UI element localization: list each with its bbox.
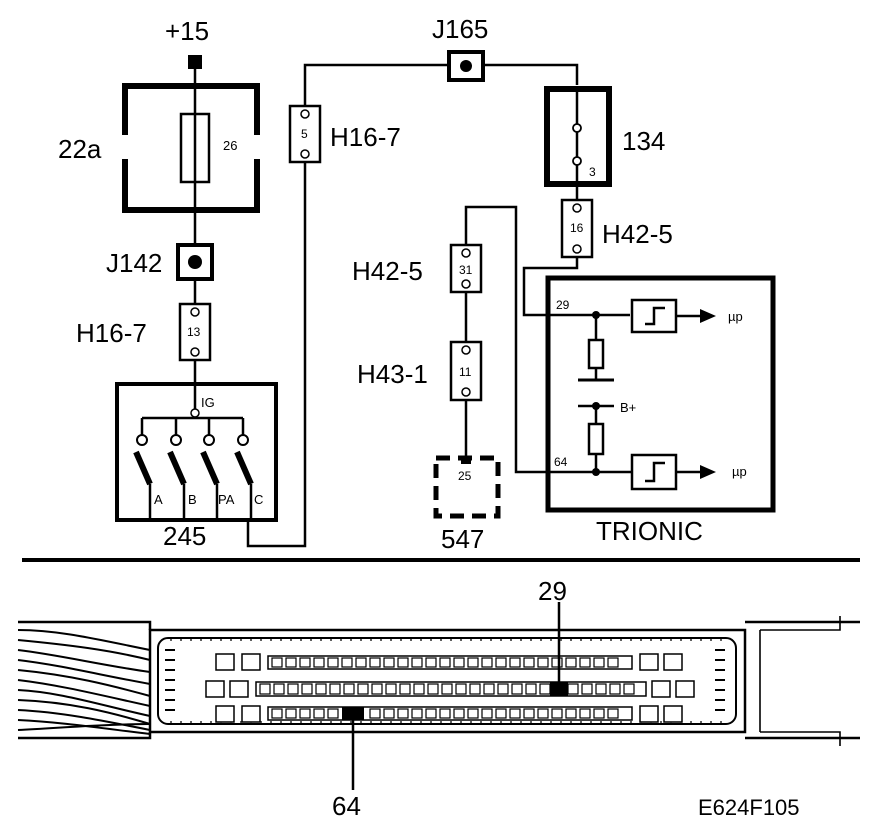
h42-5-16-label: H42-5 <box>602 219 673 249</box>
ignition-switch-label: 245 <box>163 521 206 551</box>
mp-top: µp <box>728 309 743 324</box>
resistor-bottom <box>587 422 605 456</box>
bplus-label: B+ <box>620 400 636 415</box>
junction-j142 <box>176 243 214 281</box>
ignition-ig-label: IG <box>201 395 215 410</box>
contact-c: C <box>254 492 263 507</box>
ecu-connector-view <box>17 616 860 746</box>
fuse-box-label: 22a <box>58 134 102 164</box>
h42-5-31-label: H42-5 <box>352 256 423 286</box>
component-547-label: 547 <box>441 524 484 554</box>
trionic-label: TRIONIC <box>596 516 703 546</box>
h43-1-11-pin: 11 <box>459 365 472 379</box>
h42-5-16-pin: 16 <box>570 221 584 235</box>
trionic-box <box>545 275 776 513</box>
h16-7-5-label: H16-7 <box>330 122 401 152</box>
pin-29-marker <box>550 682 568 696</box>
junction-dot <box>188 255 202 269</box>
pin-64-marker <box>342 707 364 720</box>
connector-pin-29-label: 29 <box>538 576 567 606</box>
wire-h16-7-to-j165 <box>303 63 465 110</box>
junction-dot <box>460 60 472 72</box>
figure-code: E624F105 <box>698 795 800 820</box>
wire-switch-to-h16-7 <box>246 160 307 548</box>
component-547 <box>433 455 501 519</box>
h16-7-5-pin: 5 <box>301 127 308 141</box>
resistor-top <box>587 338 605 370</box>
fuse-number: 26 <box>223 138 237 153</box>
contact-b: B <box>188 492 197 507</box>
wire-h42-5-to-trionic-29 <box>522 255 630 317</box>
h16-7-13-label: H16-7 <box>76 318 147 348</box>
component-134-pin: 3 <box>589 165 596 179</box>
contact-a: A <box>154 492 163 507</box>
ignition-switch-box <box>115 382 278 522</box>
component-547-pin: 25 <box>458 469 472 483</box>
trionic-pin-29: 29 <box>556 298 570 312</box>
j142-label: J142 <box>106 248 162 278</box>
connector-pin-64-label: 64 <box>332 791 361 821</box>
fuse-box-gap-left <box>117 135 133 159</box>
trionic-pin-64: 64 <box>554 455 568 469</box>
h42-5-31-pin: 31 <box>459 263 473 277</box>
component-134-label: 134 <box>622 126 665 156</box>
h43-1-label: H43-1 <box>357 359 428 389</box>
terminal-square <box>188 55 202 69</box>
fuse-box-gap-right <box>249 135 265 159</box>
mp-bottom: µp <box>732 464 747 479</box>
power-label: +15 <box>165 16 209 46</box>
j165-label: J165 <box>432 14 488 44</box>
wire-h42-5-to-trionic-64 <box>464 205 632 474</box>
component-134 <box>544 86 612 187</box>
wire-j165-to-134 <box>482 63 579 85</box>
h16-7-13-pin: 13 <box>187 325 201 339</box>
contact-pa: PA <box>218 492 235 507</box>
